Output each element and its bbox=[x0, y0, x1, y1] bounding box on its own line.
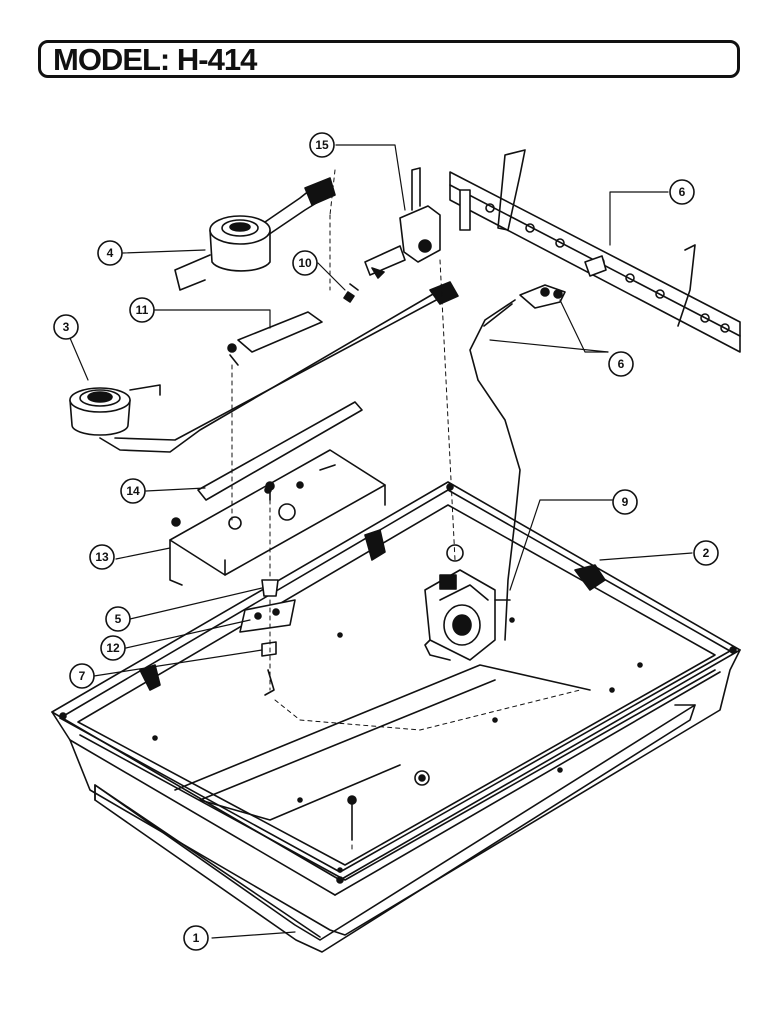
callout-label-5: 5 bbox=[115, 612, 122, 626]
callout-10 bbox=[292, 250, 318, 276]
callout-6b bbox=[608, 351, 634, 377]
callout-label-7: 7 bbox=[79, 669, 86, 683]
part-crossover-tube bbox=[197, 401, 363, 501]
callout-label-14: 14 bbox=[126, 484, 140, 498]
assembly-lines bbox=[231, 169, 581, 851]
callout-3 bbox=[53, 314, 79, 340]
callout-12 bbox=[100, 635, 126, 661]
callout-label-6a: 6 bbox=[679, 185, 686, 199]
callout-1 bbox=[183, 925, 209, 951]
callouts bbox=[53, 132, 719, 951]
callout-15 bbox=[309, 132, 335, 158]
callout-label-4: 4 bbox=[107, 246, 114, 260]
callout-5 bbox=[105, 606, 131, 632]
callout-label-9: 9 bbox=[622, 495, 629, 509]
callout-label-13: 13 bbox=[95, 550, 109, 564]
callout-2 bbox=[693, 540, 719, 566]
callout-13 bbox=[89, 544, 115, 570]
callout-14 bbox=[120, 478, 146, 504]
callout-11 bbox=[129, 297, 155, 323]
part-rear-burner bbox=[174, 177, 336, 291]
page-title: MODEL: H-414 bbox=[53, 42, 257, 77]
part-shield bbox=[227, 311, 323, 366]
callout-label-10: 10 bbox=[298, 256, 312, 270]
part-small-hardware bbox=[171, 481, 357, 841]
part-manifold bbox=[449, 149, 741, 353]
title-box: MODEL: H-414 bbox=[38, 40, 740, 78]
callout-4 bbox=[97, 240, 123, 266]
callout-7 bbox=[69, 663, 95, 689]
callout-label-2: 2 bbox=[703, 546, 710, 560]
callout-labels: 1 2 3 4 5 6 6 7 9 10 11 12 13 14 15 bbox=[63, 138, 710, 945]
callout-9 bbox=[612, 489, 638, 515]
part-regulator bbox=[424, 569, 515, 661]
callout-6a bbox=[669, 179, 695, 205]
callout-label-12: 12 bbox=[106, 641, 120, 655]
part-burner-box bbox=[51, 481, 741, 936]
leader-lines bbox=[69, 144, 693, 939]
callout-label-3: 3 bbox=[63, 320, 70, 334]
callout-label-1: 1 bbox=[193, 931, 200, 945]
part-tube-fittings bbox=[469, 255, 607, 641]
part-gas-valve bbox=[364, 167, 441, 279]
part-screw bbox=[343, 283, 359, 303]
callout-label-11: 11 bbox=[136, 303, 149, 317]
part-front-burner bbox=[69, 281, 459, 453]
callout-label-6b: 6 bbox=[618, 357, 625, 371]
callout-label-15: 15 bbox=[315, 138, 329, 152]
